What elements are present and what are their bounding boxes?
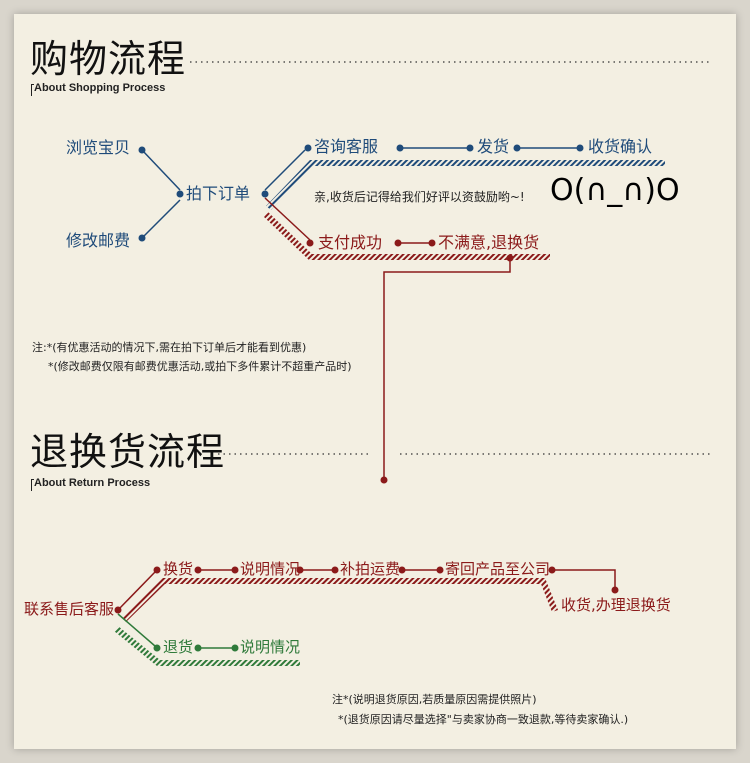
dot-explain2-l xyxy=(231,644,239,652)
node-receive-process: 收货,办理退换货 xyxy=(561,596,671,614)
node-explain-1: 说明情况 xyxy=(240,560,301,578)
connector-send-receive xyxy=(552,569,616,590)
dot-exchange-r xyxy=(194,566,202,574)
node-unsatisfied: 不满意,退换货 xyxy=(438,233,540,252)
connector-consult xyxy=(264,149,306,191)
red-hatched-band-returns xyxy=(122,578,558,622)
node-exchange: 换货 xyxy=(163,560,194,578)
dot-explain-l xyxy=(231,566,239,574)
connector-browse xyxy=(141,149,181,191)
node-confirm: 收货确认 xyxy=(588,137,653,156)
shopping-note-2: *(修改邮费仅限有邮费优惠活动,或拍下多件累计不超重产品时) xyxy=(48,360,352,373)
dot-pay-l xyxy=(306,239,314,247)
dot-edit xyxy=(138,234,146,242)
returns-title: 退换货流程 xyxy=(30,430,226,474)
node-pay: 支付成功 xyxy=(318,233,383,252)
dot-contact-r xyxy=(114,606,122,614)
emoticon: O(∩_∩)O xyxy=(550,173,680,208)
dot-consult-l xyxy=(304,144,312,152)
connector-edit xyxy=(141,199,181,239)
node-explain-2: 说明情况 xyxy=(240,638,301,656)
dot-pay-r xyxy=(394,239,402,247)
dot-refund-l xyxy=(153,644,161,652)
shopping-subtitle: About Shopping Process xyxy=(30,82,166,96)
connector-return-drop xyxy=(383,258,511,480)
dot-send-r xyxy=(548,566,556,574)
dot-send-l xyxy=(436,566,444,574)
node-send-back: 寄回产品至公司 xyxy=(445,560,551,578)
returns-note-1: 注*(说明退货原因,若质量原因需提供照片) xyxy=(332,693,537,706)
node-browse: 浏览宝贝 xyxy=(66,138,131,157)
dot-return-drop xyxy=(380,476,388,484)
node-shipping-fee: 补拍运费 xyxy=(340,560,401,578)
review-reminder: 亲,收货后记得给我们好评以资鼓励哟~! xyxy=(314,190,525,204)
shopping-note-1: 注:*(有优惠活动的情况下,需在拍下订单后才能看到优惠) xyxy=(32,341,307,354)
dot-order-right xyxy=(261,190,269,198)
connector-pay xyxy=(264,197,311,241)
dot-browse xyxy=(138,146,146,154)
shopping-title: 购物流程 xyxy=(30,37,187,81)
connector-contact-refund xyxy=(117,613,156,647)
dot-confirm xyxy=(576,144,584,152)
dot-order-left xyxy=(176,190,184,198)
node-place-order: 拍下订单 xyxy=(186,184,251,203)
node-ship: 发货 xyxy=(477,137,510,156)
dot-fee-l xyxy=(331,566,339,574)
dot-exchange-l xyxy=(153,566,161,574)
paper-background xyxy=(14,14,736,749)
dot-unsat xyxy=(428,239,436,247)
returns-subtitle: About Return Process xyxy=(30,477,151,491)
dot-ship-l xyxy=(466,144,474,152)
blue-hatched-band xyxy=(266,160,665,210)
node-refund: 退货 xyxy=(163,638,194,656)
dot-consult-r xyxy=(396,144,404,152)
connector-contact-exchange xyxy=(117,571,156,611)
dot-receive xyxy=(611,586,619,594)
dot-fee-r xyxy=(398,566,406,574)
node-contact-service: 联系售后客服 xyxy=(24,600,115,618)
node-consult: 咨询客服 xyxy=(314,137,379,156)
dot-ship-r xyxy=(513,144,521,152)
node-edit-postage: 修改邮费 xyxy=(66,231,131,250)
dot-refund-r xyxy=(194,644,202,652)
red-hatched-band-top xyxy=(264,212,550,260)
green-hatched-band xyxy=(114,626,300,666)
returns-note-2: *(退货原因请尽量选择"与卖家协商一致退款,等待卖家确认.) xyxy=(338,713,629,726)
dot-explain-r xyxy=(296,566,304,574)
